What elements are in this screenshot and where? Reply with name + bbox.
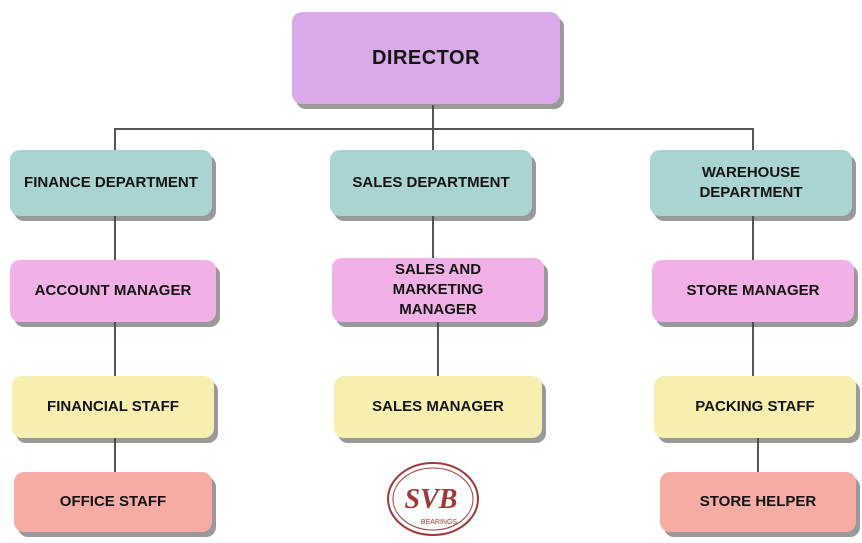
director-box: DIRECTOR xyxy=(292,12,560,104)
sales-department-box: SALES DEPARTMENT xyxy=(330,150,532,216)
svb-logo-icon: SVB BEARINGS xyxy=(387,462,479,536)
financial-staff-label: FINANCIAL STAFF xyxy=(47,398,179,415)
connector-finance-up xyxy=(114,128,116,150)
store-helper-label: STORE HELPER xyxy=(699,493,817,510)
connector-account-to-financial xyxy=(114,322,116,376)
logo-subtitle: BEARINGS xyxy=(421,519,458,526)
sales-manager-label: SALES MANAGER xyxy=(372,398,504,415)
store-manager-box: STORE MANAGER xyxy=(652,260,854,322)
connector-sales-to-marketing xyxy=(432,216,434,260)
sales-marketing-manager-label: SALES AND MARKETING MANAGER xyxy=(392,261,484,318)
office-staff-label: OFFICE STAFF xyxy=(59,493,167,510)
logo-letters: SVB xyxy=(405,484,458,515)
connector-marketing-to-salesmanager xyxy=(437,322,439,376)
sales-department-label: SALES DEPARTMENT xyxy=(352,174,510,191)
connector-horizontal-bar xyxy=(114,128,754,130)
finance-department-label: FINANCE DEPARTMENT xyxy=(24,174,198,191)
connector-finance-to-account xyxy=(114,216,116,260)
sales-marketing-manager-box: SALES AND MARKETING MANAGER xyxy=(332,258,544,322)
connector-sales-up xyxy=(432,128,434,150)
packing-staff-label: PACKING STAFF xyxy=(695,398,815,415)
finance-department-box: FINANCE DEPARTMENT xyxy=(10,150,212,216)
store-helper-box: STORE HELPER xyxy=(660,472,856,532)
sales-manager-box: SALES MANAGER xyxy=(334,376,542,438)
warehouse-department-label: WAREHOUSE DEPARTMENT xyxy=(699,164,803,201)
connector-director-down xyxy=(432,105,434,129)
packing-staff-box: PACKING STAFF xyxy=(654,376,856,438)
account-manager-label: ACCOUNT MANAGER xyxy=(34,282,192,299)
warehouse-department-box: WAREHOUSE DEPARTMENT xyxy=(650,150,852,216)
svb-bearings-logo: SVB BEARINGS xyxy=(385,460,481,538)
connector-store-to-packing xyxy=(752,322,754,376)
connector-warehouse-to-store xyxy=(752,216,754,260)
connector-warehouse-up xyxy=(752,128,754,150)
office-staff-box: OFFICE STAFF xyxy=(14,472,212,532)
financial-staff-box: FINANCIAL STAFF xyxy=(12,376,214,438)
connector-financial-to-office xyxy=(114,438,116,472)
director-label: DIRECTOR xyxy=(371,47,481,69)
store-manager-label: STORE MANAGER xyxy=(686,282,820,299)
connector-packing-to-helper xyxy=(757,438,759,472)
account-manager-box: ACCOUNT MANAGER xyxy=(10,260,216,322)
